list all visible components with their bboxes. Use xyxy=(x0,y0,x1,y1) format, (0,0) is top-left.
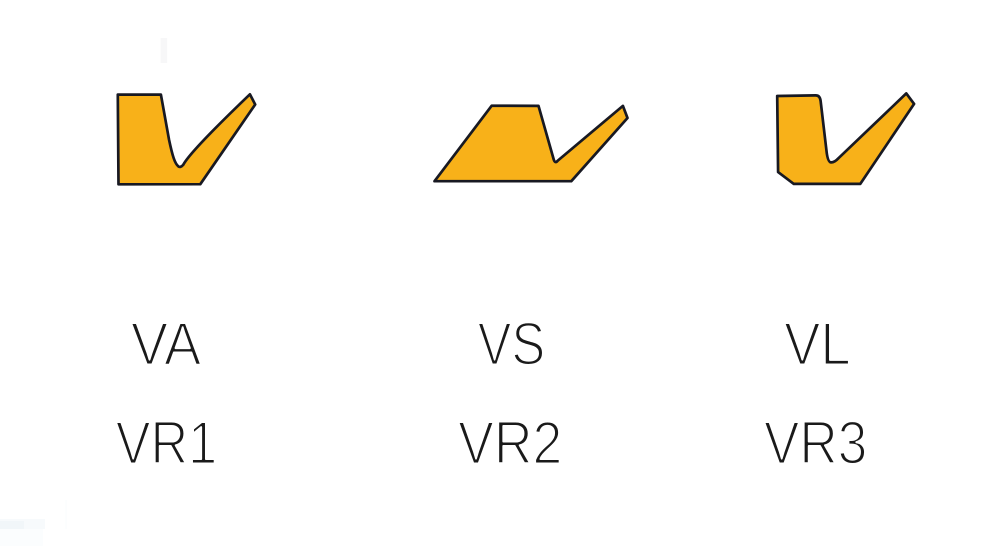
svg-text:VR3: VR3 xyxy=(764,409,867,477)
svg-text:VR2: VR2 xyxy=(458,409,562,477)
svg-text:VR1: VR1 xyxy=(116,409,218,477)
svg-text:VS: VS xyxy=(478,310,545,378)
svg-text:VL: VL xyxy=(784,310,851,378)
svg-text:VA: VA xyxy=(131,310,202,378)
